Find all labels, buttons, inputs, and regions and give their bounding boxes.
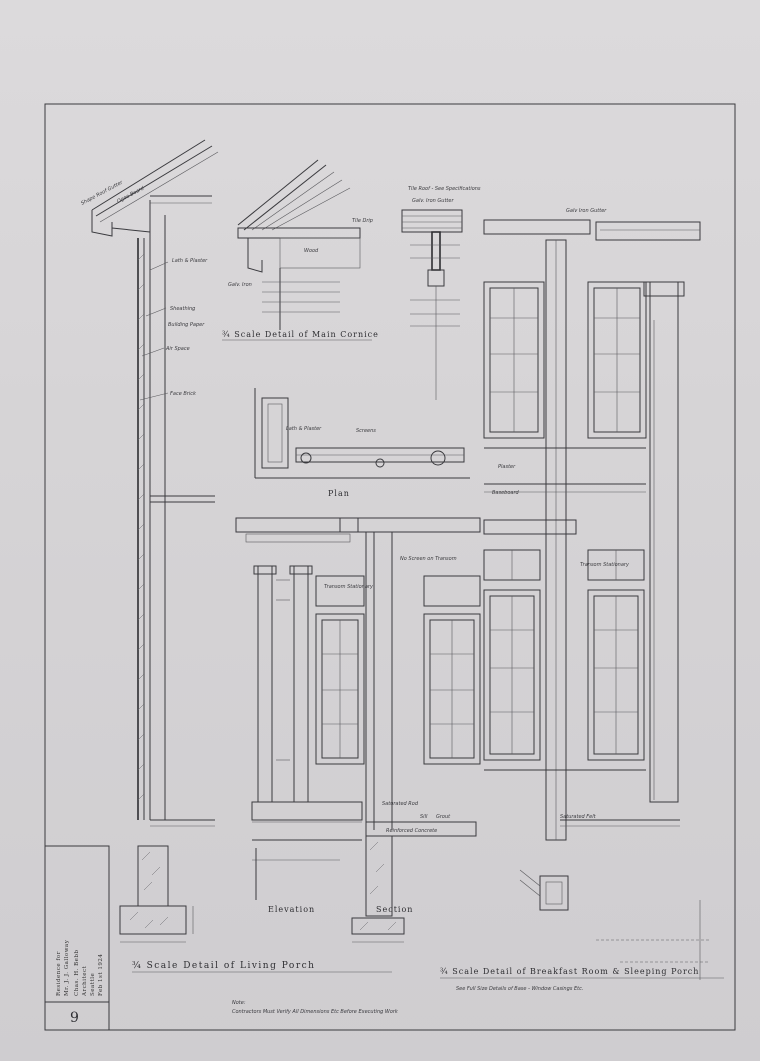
- title-block-line-4: Architect: [82, 965, 88, 997]
- note-concrete: Reinforced Concrete: [386, 828, 437, 834]
- title-plan: Plan: [328, 489, 350, 498]
- title-elevation: Elevation: [268, 905, 315, 914]
- note-gutter-top: Galv Iron Gutter: [566, 208, 607, 214]
- note-sill: Sill: [420, 814, 428, 820]
- note-wood: Wood: [304, 248, 319, 254]
- note-screens: Screens: [356, 428, 376, 434]
- note-plaster: Plaster: [498, 464, 516, 470]
- sheet-number: 9: [70, 1010, 79, 1026]
- title-block: Residence for Mr. J. J. Galloway Chas. H…: [44, 845, 110, 1031]
- title-block-line-6: Feb 1st 1924: [98, 954, 104, 996]
- note-lath-plaster-small: Lath & Plaster: [286, 426, 322, 432]
- note-air-space: Air Space: [165, 346, 190, 352]
- title-block-line-3: Chas. H. Bebb: [74, 950, 80, 996]
- sheet-border: [44, 103, 736, 1031]
- note-ogee: Ogee Board: [116, 185, 146, 205]
- main-cornice-detail: Tile Drip Wood Galv. Iron ¾ Scale Detail…: [222, 159, 379, 341]
- porch-section: No Screen on Transom Saturated Rod Sill …: [339, 517, 481, 943]
- note-transom-left: Transom Stationary: [324, 584, 374, 590]
- note-contractors: Contractors Must Verify All Dimensions E…: [232, 1009, 399, 1015]
- title-block-line-1: Residence for: [56, 951, 62, 996]
- note-saturated-rod: Saturated Rod: [382, 801, 419, 807]
- note-galv-iron: Galv. Iron: [228, 282, 252, 288]
- note-gutter: Galv. Iron Gutter: [412, 198, 454, 204]
- title-breakfast: ¾ Scale Detail of Breakfast Room & Sleep…: [440, 967, 699, 976]
- title-main-cornice: ¾ Scale Detail of Main Cornice: [222, 330, 379, 339]
- note-saturated-felt: Saturated Felt: [560, 814, 597, 820]
- gutter-section: Tile Roof - See Specifications Galv. Iro…: [401, 186, 481, 400]
- note-grout: Grout: [436, 814, 451, 820]
- wall-section: [91, 139, 219, 943]
- note-roof-spec: Tile Roof - See Specifications: [408, 186, 481, 192]
- note-transom-right: Transom Stationary: [580, 562, 630, 568]
- breakfast-elevation: Galv Iron Gutter Plaster Baseboard: [483, 208, 710, 980]
- note-label: Note:: [232, 1000, 246, 1006]
- title-section: Section: [376, 905, 413, 914]
- title-block-line-5: Seattle: [90, 973, 96, 996]
- note-full-size: See Full Size Details of Base - Window C…: [456, 986, 583, 992]
- note-face-brick: Face Brick: [170, 391, 197, 397]
- title-block-line-2: Mr. J. J. Galloway: [64, 939, 70, 996]
- note-building-paper: Building Paper: [168, 322, 205, 328]
- title-living-porch: ¾ Scale Detail of Living Porch: [132, 960, 315, 971]
- note-baseboard: Baseboard: [492, 490, 520, 496]
- note-screen-transom: No Screen on Transom: [400, 556, 457, 562]
- note-tile-drip: Tile Drip: [352, 218, 373, 224]
- note-lath-plaster: Lath & Plaster: [172, 258, 208, 264]
- living-porch-elevation: Transom Stationary Elevation: [235, 517, 374, 914]
- note-sheathing: Sheathing: [170, 306, 195, 312]
- plan-detail: Lath & Plaster Screens Plan: [254, 388, 470, 498]
